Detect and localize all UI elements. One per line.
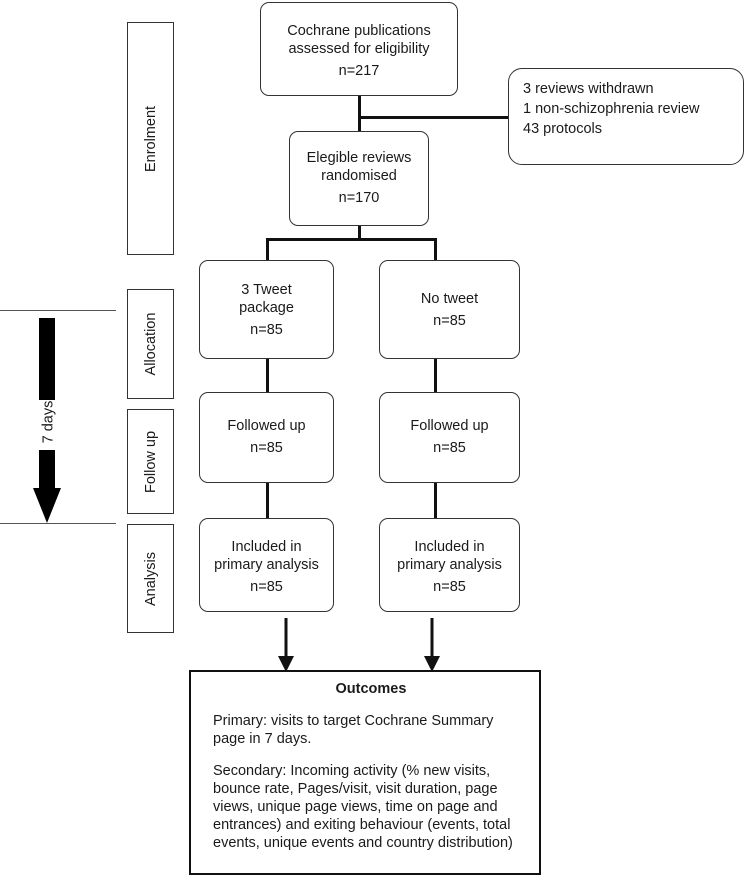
outcomes-secondary: Secondary: Incoming activity (% new visi… bbox=[213, 763, 513, 851]
arrow-right-to-outcomes bbox=[424, 618, 440, 672]
connector-split-right bbox=[434, 238, 437, 260]
outcomes-title: Outcomes bbox=[335, 681, 407, 697]
excluded-line3: 43 protocols bbox=[523, 121, 602, 137]
allocation-tweet-count: n=85 bbox=[250, 322, 283, 338]
arrow-left-head bbox=[278, 656, 294, 672]
excluded-box: 3 reviews withdrawn 1 non-schizophrenia … bbox=[508, 68, 744, 165]
arrow-left-shaft bbox=[284, 618, 288, 658]
connector-right-alloc-follow bbox=[434, 358, 437, 392]
randomised-line2: randomised bbox=[321, 168, 397, 184]
connector-right-follow-analysis bbox=[434, 482, 437, 518]
follow-up-tweet-count: n=85 bbox=[250, 440, 283, 456]
stage-enrolment: Enrolment bbox=[127, 22, 174, 255]
timeline-label: 7 days bbox=[40, 400, 57, 444]
outcomes-primary: Primary: visits to target Cochrane Summa… bbox=[213, 713, 494, 747]
allocation-tweet-line2: package bbox=[239, 300, 294, 316]
allocation-no-tweet-line1: No tweet bbox=[420, 291, 479, 307]
timeline-arrow-upper-bar bbox=[39, 318, 55, 400]
timeline-top-rule bbox=[0, 310, 116, 311]
connector-assessed-to-randomised bbox=[358, 95, 361, 131]
assessed-line2: assessed for eligibility bbox=[288, 41, 430, 57]
timeline-arrow-head bbox=[33, 488, 61, 523]
follow-up-box-tweet: Followed up n=85 bbox=[199, 392, 334, 483]
assessed-line1: Cochrane publications bbox=[287, 23, 431, 39]
analysis-no-tweet-line2: primary analysis bbox=[397, 557, 502, 573]
stage-follow-up-label: Follow up bbox=[142, 430, 159, 493]
assessed-count: n=217 bbox=[338, 63, 380, 79]
allocation-box-no-tweet: No tweet n=85 bbox=[379, 260, 520, 359]
connector-left-follow-analysis bbox=[266, 482, 269, 518]
follow-up-no-tweet-count: n=85 bbox=[433, 440, 466, 456]
connector-randomised-down bbox=[358, 226, 361, 240]
arrow-right-head bbox=[424, 656, 440, 672]
allocation-box-tweet: 3 Tweet package n=85 bbox=[199, 260, 334, 359]
connector-split-left bbox=[266, 238, 269, 260]
analysis-tweet-line2: primary analysis bbox=[214, 557, 319, 573]
outcomes-box: Outcomes Primary: visits to target Cochr… bbox=[189, 670, 541, 875]
stage-analysis-label: Analysis bbox=[142, 551, 159, 606]
follow-up-tweet-label: Followed up bbox=[227, 418, 306, 434]
connector-split bbox=[266, 238, 437, 241]
stage-allocation-label: Allocation bbox=[142, 312, 159, 376]
excluded-line2: 1 non-schizophrenia review bbox=[523, 101, 700, 117]
arrow-left-to-outcomes bbox=[278, 618, 294, 672]
connector-to-excluded bbox=[358, 116, 508, 119]
stage-enrolment-label: Enrolment bbox=[142, 105, 159, 172]
follow-up-no-tweet-label: Followed up bbox=[410, 418, 489, 434]
analysis-no-tweet-count: n=85 bbox=[433, 579, 466, 595]
allocation-no-tweet-count: n=85 bbox=[433, 313, 466, 329]
stage-allocation: Allocation bbox=[127, 289, 174, 399]
follow-up-box-no-tweet: Followed up n=85 bbox=[379, 392, 520, 483]
timeline-bottom-rule bbox=[0, 523, 116, 524]
randomised-count: n=170 bbox=[338, 190, 380, 206]
arrow-right-shaft bbox=[430, 618, 434, 658]
assessed-box: Cochrane publications assessed for eligi… bbox=[260, 2, 458, 96]
analysis-no-tweet-line1: Included in bbox=[414, 539, 485, 555]
analysis-box-no-tweet: Included in primary analysis n=85 bbox=[379, 518, 520, 612]
connector-left-alloc-follow bbox=[266, 358, 269, 392]
randomised-line1: Elegible reviews bbox=[306, 150, 412, 166]
stage-follow-up: Follow up bbox=[127, 409, 174, 514]
excluded-line1: 3 reviews withdrawn bbox=[523, 81, 654, 97]
allocation-tweet-line1: 3 Tweet bbox=[241, 282, 292, 298]
analysis-tweet-line1: Included in bbox=[231, 539, 302, 555]
timeline-arrow bbox=[33, 318, 61, 523]
stage-analysis: Analysis bbox=[127, 524, 174, 633]
analysis-tweet-count: n=85 bbox=[250, 579, 283, 595]
randomised-box: Elegible reviews randomised n=170 bbox=[289, 131, 429, 226]
timeline-arrow-lower-bar bbox=[39, 450, 55, 490]
analysis-box-tweet: Included in primary analysis n=85 bbox=[199, 518, 334, 612]
